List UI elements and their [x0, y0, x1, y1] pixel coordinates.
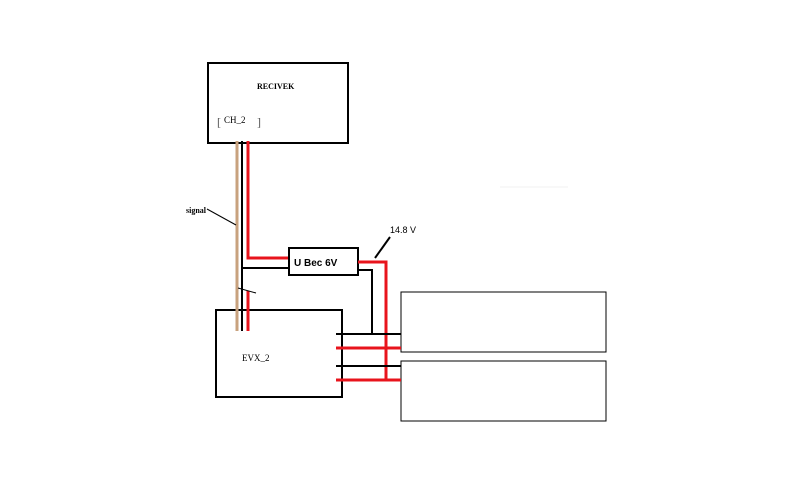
receiver-label: RECIVEK	[257, 82, 295, 91]
ubec-label: U Bec 6V	[294, 258, 338, 269]
signal-label: signal	[186, 206, 207, 215]
esc-stub-mark	[237, 287, 257, 294]
channel-label: CH_2	[224, 115, 246, 125]
channel-bracket-open: [	[217, 115, 221, 129]
esc-box	[215, 309, 343, 398]
esc-label: EVX_2	[242, 353, 270, 363]
ubec-power-out-wire	[358, 260, 388, 380]
voltage-pointer	[374, 236, 391, 259]
receiver-box	[207, 62, 349, 144]
ubec-box	[288, 247, 359, 276]
signal-pointer	[206, 208, 237, 226]
ubec-ground-out-wire	[358, 269, 373, 334]
battery-pack-2	[400, 360, 607, 422]
receiver-power-wire	[246, 141, 289, 260]
channel-bracket-close: ]	[257, 115, 261, 129]
battery-pack-1	[400, 291, 607, 353]
voltage-label: 14.8 V	[390, 225, 416, 235]
